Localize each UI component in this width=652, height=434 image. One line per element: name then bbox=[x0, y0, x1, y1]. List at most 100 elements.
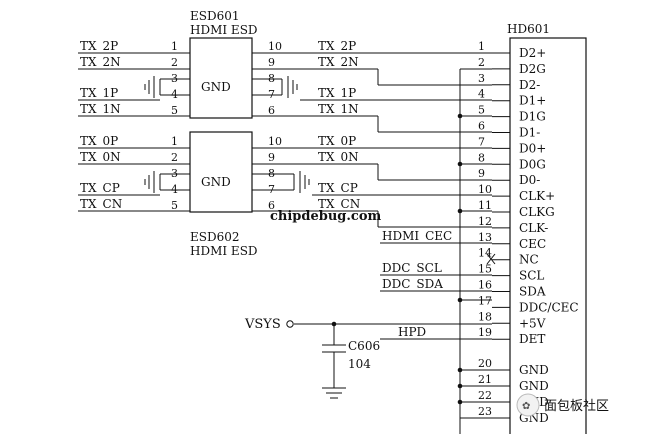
esd601-r10-num: 10 bbox=[268, 40, 282, 53]
esd601-l1-net: TX_2P bbox=[80, 39, 118, 53]
community-logo-icon bbox=[516, 393, 540, 417]
net-ddc-scl: DDC_SCL bbox=[382, 261, 442, 275]
esd602-left-pins: TX_0P TX_0N TX_CP TX_CN 1 2 3 4 5 bbox=[78, 134, 190, 212]
hd601-body bbox=[509, 37, 587, 434]
power-section: VSYS C606 104 HPD bbox=[244, 317, 492, 399]
hd601-pin-23-num: 23 bbox=[478, 405, 492, 418]
esd601-gnd-label: GND bbox=[201, 80, 231, 94]
esd602-l5-net: TX_CN bbox=[80, 197, 122, 211]
hd601-pin-13-num: 13 bbox=[478, 231, 492, 244]
hd601-pin-5-num: 5 bbox=[478, 104, 485, 117]
esd602-body bbox=[189, 131, 253, 213]
hd601-pin-5-name: D1G bbox=[519, 110, 546, 124]
hd601-pin-19-name: DET bbox=[519, 332, 545, 346]
hd601-pin-18-num: 18 bbox=[478, 310, 492, 323]
hd601-pin-14-name: NC bbox=[519, 253, 539, 267]
esd601-value: HDMI ESD bbox=[190, 23, 258, 37]
esd602-r9-net: TX_0N bbox=[318, 150, 359, 164]
esd601-ref: ESD601 bbox=[190, 9, 240, 23]
hd601-pin-9-num: 9 bbox=[478, 167, 485, 180]
hd601-pin-22-num: 22 bbox=[478, 389, 492, 402]
esd602-r7-net: TX_CP bbox=[318, 181, 358, 195]
watermark-site: chipdebug.com bbox=[270, 209, 382, 224]
hd601-pin-17-num: 17 bbox=[478, 294, 492, 307]
esd601-l3-num: 3 bbox=[171, 72, 178, 85]
esd602-l1-net: TX_0P bbox=[80, 134, 118, 148]
esd601-l4-num: 4 bbox=[171, 88, 178, 101]
hd601-pin-9-name: D0- bbox=[519, 173, 540, 187]
hd601-pin-10-name: CLK+ bbox=[519, 189, 555, 203]
esd602-r6-num: 6 bbox=[268, 199, 275, 212]
hd601-pin-15-num: 15 bbox=[478, 263, 492, 276]
hd601-pin-20-name: GND bbox=[519, 363, 549, 377]
cap-value: 104 bbox=[348, 357, 371, 371]
esd602-r8-num: 8 bbox=[268, 167, 275, 180]
esd601-r7-net: TX_1P bbox=[318, 86, 356, 100]
esd602-r10-num: 10 bbox=[268, 135, 282, 148]
esd601-l4-net: TX_1P bbox=[80, 86, 118, 100]
esd602-l2-num: 2 bbox=[171, 151, 178, 164]
cap-ref: C606 bbox=[348, 339, 380, 353]
hd601-pin-2-num: 2 bbox=[478, 56, 485, 69]
control-nets: HDMI_CEC DDC_SCL DDC_SDA bbox=[380, 229, 496, 292]
hd601-pin-13-name: CEC bbox=[519, 237, 546, 251]
hd601-pin-21-name: GND bbox=[519, 379, 549, 393]
esd601-r10-net: TX_2P bbox=[318, 39, 356, 53]
esd601-body bbox=[189, 37, 253, 119]
hd601-pin-16-name: SDA bbox=[519, 285, 546, 299]
esd601-l2-net: TX_2N bbox=[80, 55, 121, 69]
net-hdmi-cec: HDMI_CEC bbox=[382, 229, 452, 243]
hd601-pin-8-name: D0G bbox=[519, 157, 546, 171]
esd601-r6-net: TX_1N bbox=[318, 102, 359, 116]
net-ddc-sda: DDC_SDA bbox=[382, 277, 443, 291]
esd601-l2-num: 2 bbox=[171, 56, 178, 69]
esd602-l5-num: 5 bbox=[171, 199, 178, 212]
esd602: GND ESD602 HDMI ESD bbox=[189, 131, 258, 258]
community-name: 面包板社区 bbox=[544, 398, 609, 414]
svg-text:✿: ✿ bbox=[522, 401, 530, 412]
esd601-r7-num: 7 bbox=[268, 88, 275, 101]
esd601-r8-num: 8 bbox=[268, 72, 275, 85]
esd602-l2-net: TX_0N bbox=[80, 150, 121, 164]
esd601-l5-num: 5 bbox=[171, 104, 178, 117]
hd601-pin-12-num: 12 bbox=[478, 215, 492, 228]
hd601-pin-16-num: 16 bbox=[478, 279, 492, 292]
watermark-community: ✿ 面包板社区 bbox=[516, 393, 609, 417]
hd601-pin-19-num: 19 bbox=[478, 326, 492, 339]
hd601-pin-6-name: D1- bbox=[519, 126, 540, 140]
vsys-label: VSYS bbox=[244, 317, 281, 332]
esd602-l4-net: TX_CP bbox=[80, 181, 120, 195]
hd601-pin-6-num: 6 bbox=[478, 120, 485, 133]
hd601-pin-4-name: D1+ bbox=[519, 94, 546, 108]
hd601-pin-11-name: CLKG bbox=[519, 205, 555, 219]
esd602-r7-num: 7 bbox=[268, 183, 275, 196]
esd602-ref: ESD602 bbox=[190, 230, 240, 244]
esd602-r10-net: TX_0P bbox=[318, 134, 356, 148]
esd602-l4-num: 4 bbox=[171, 183, 178, 196]
hd601-pin-11-num: 11 bbox=[478, 199, 492, 212]
hd601-pin-21-num: 21 bbox=[478, 373, 492, 386]
hd601-pin-2-name: D2G bbox=[519, 62, 546, 76]
hd601-pin-17-name: DDC/CEC bbox=[519, 300, 579, 314]
esd601: ESD601 HDMI ESD GND bbox=[189, 9, 258, 119]
esd601-r9-net: TX_2N bbox=[318, 55, 359, 69]
net-hpd: HPD bbox=[398, 325, 426, 339]
hd601-pin-1-name: D2+ bbox=[519, 46, 546, 60]
esd602-l3-num: 3 bbox=[171, 167, 178, 180]
hd601-pin-18-name: +5V bbox=[519, 316, 546, 330]
hd601-pin-20-num: 20 bbox=[478, 357, 492, 370]
ground-bus bbox=[457, 68, 492, 434]
esd602-r6-net: TX_CN bbox=[318, 197, 360, 211]
esd602-value: HDMI ESD bbox=[190, 244, 258, 258]
esd601-right-pins: 10 9 8 7 6 TX_2P TX_2N TX_1P TX_1N bbox=[252, 39, 492, 133]
esd602-right-pins: 10 9 8 7 6 TX_0P TX_0N TX_CP TX_CN bbox=[252, 134, 492, 228]
hd601-ref: HD601 bbox=[507, 22, 550, 36]
hd601-pin-10-num: 10 bbox=[478, 183, 492, 196]
esd601-l5-net: TX_1N bbox=[80, 102, 121, 116]
esd601-r9-num: 9 bbox=[268, 56, 275, 69]
esd601-r6-num: 6 bbox=[268, 104, 275, 117]
esd601-left-pins: TX_2P TX_2N TX_1P TX_1N 1 2 3 4 5 bbox=[78, 39, 190, 117]
hd601-pin-7-name: D0+ bbox=[519, 141, 546, 155]
